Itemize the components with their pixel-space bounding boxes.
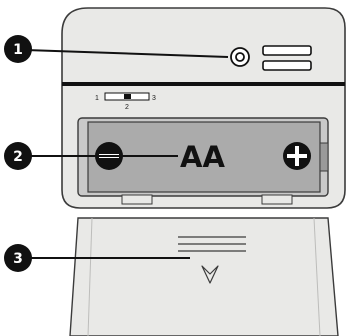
callout-1-number: 1 [13, 42, 23, 58]
callout-2-number: 2 [13, 149, 23, 165]
battery-cover [69, 217, 339, 336]
housing-foot-right [261, 194, 293, 205]
switch-scale-left: 1 [95, 95, 99, 102]
switch-knob [124, 94, 131, 99]
callout-2: 2 [4, 142, 178, 170]
power-button-icon [230, 47, 250, 67]
cover-grip-lines [178, 236, 246, 252]
callout-3-number: 3 [13, 251, 23, 267]
vent-slots-icon [262, 45, 312, 71]
plus-icon [283, 142, 311, 170]
switch-scale-right: 3 [152, 95, 156, 102]
callout-1: 1 [4, 35, 229, 63]
housing-foot-left [121, 194, 153, 205]
housing-divider [62, 82, 345, 86]
battery-positive-nub [319, 142, 329, 172]
slide-switch [104, 92, 150, 101]
chevron-down-icon [201, 265, 219, 284]
battery-label: AA [180, 140, 225, 174]
callout-3: 3 [4, 244, 190, 272]
switch-scale-middle: 2 [125, 104, 129, 111]
